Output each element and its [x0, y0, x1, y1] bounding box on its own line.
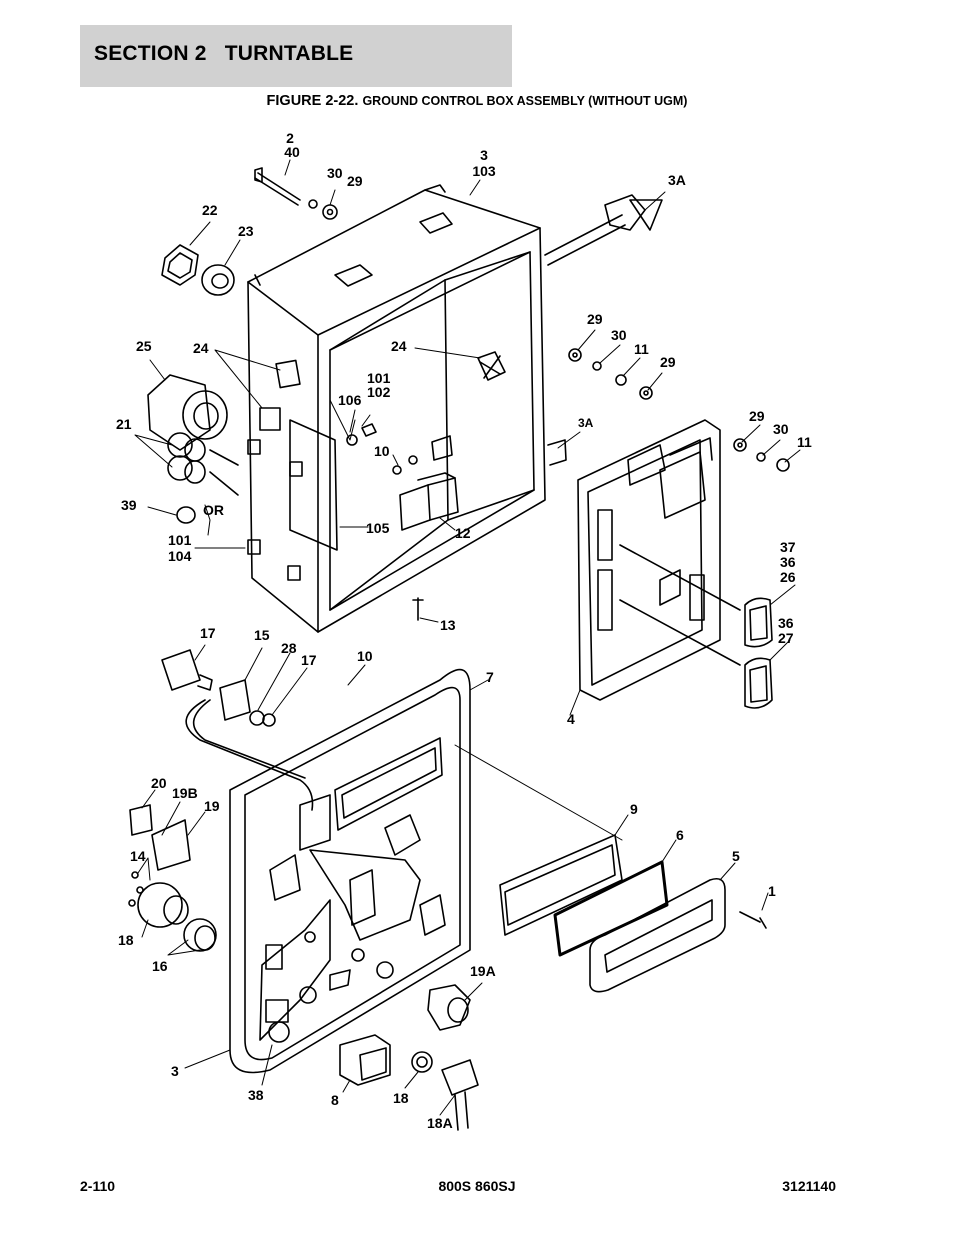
- callout-label: 9: [630, 801, 638, 817]
- callout-label: 103: [472, 163, 496, 179]
- callout-label: 104: [168, 548, 192, 564]
- callout-label: 24: [391, 338, 407, 354]
- callout-label: OR: [203, 502, 224, 518]
- callout-label: 18A: [427, 1115, 453, 1131]
- callout-label: 30: [327, 165, 343, 181]
- callout-label: 101: [168, 532, 192, 548]
- section-header: SECTION 2 TURNTABLE: [80, 25, 512, 87]
- callout-label: 26: [780, 569, 796, 585]
- callout-label: 40: [284, 144, 300, 160]
- callout-label: 36: [780, 554, 796, 570]
- callout-label: 12: [455, 525, 471, 541]
- callout-label: 29: [587, 311, 603, 327]
- callout-label: 15: [254, 627, 270, 643]
- enclosure-box: [247, 184, 663, 633]
- callout-label: 19B: [172, 785, 198, 801]
- callout-label: 7: [486, 669, 494, 685]
- callout-label: 18: [393, 1090, 409, 1106]
- callout-label: 30: [773, 421, 789, 437]
- callout-label: 19: [204, 798, 220, 814]
- callout-label: 36: [778, 615, 794, 631]
- keypad-assembly: [499, 834, 767, 993]
- callout-label: 39: [121, 497, 137, 513]
- callout-label: 17: [200, 625, 216, 641]
- bottom-hardware: [339, 984, 479, 1131]
- callout-labels: 2 40 30 29 3 103 3A 22 23 29 30 11 29 25…: [116, 130, 812, 1131]
- circuit-board: [577, 419, 741, 701]
- callout-label: 30: [611, 327, 627, 343]
- callout-label: 6: [676, 827, 684, 843]
- document-number: 3121140: [782, 1178, 836, 1194]
- callout-label: 2: [286, 130, 294, 146]
- callout-label: 8: [331, 1092, 339, 1108]
- callout-label: 16: [152, 958, 168, 974]
- callout-label: 14: [130, 848, 146, 864]
- model-name: 800S 860SJ: [438, 1178, 516, 1194]
- callout-label: 13: [440, 617, 456, 633]
- callout-label: 21: [116, 416, 132, 432]
- figure-title: FIGURE 2-22. GROUND CONTROL BOX ASSEMBLY…: [0, 93, 954, 109]
- callout-label: 10: [374, 443, 390, 459]
- callout-label: 5: [732, 848, 740, 864]
- left-hardware: [128, 649, 276, 952]
- callout-label: 1: [768, 883, 776, 899]
- callout-label: 37: [780, 539, 796, 555]
- callout-label: 20: [151, 775, 167, 791]
- callout-label: 23: [238, 223, 254, 239]
- callout-label: 3: [171, 1063, 179, 1079]
- callout-label: 3A: [578, 416, 594, 430]
- callout-label: 24: [193, 340, 209, 356]
- leader-lines: [134, 159, 801, 1116]
- callout-label: 11: [797, 434, 812, 450]
- section-title: SECTION 2 TURNTABLE: [94, 42, 354, 65]
- callout-label: 101: [367, 370, 391, 386]
- figure-number: FIGURE 2-22.: [266, 93, 359, 109]
- cable-glands: [147, 374, 239, 524]
- callout-label: 102: [367, 384, 391, 400]
- figure-caption: GROUND CONTROL BOX ASSEMBLY (WITHOUT UGM…: [362, 94, 688, 108]
- callout-label: 106: [338, 392, 362, 408]
- right-hardware: [568, 348, 790, 472]
- callout-label: 28: [281, 640, 297, 656]
- callout-label: 10: [357, 648, 373, 664]
- callout-label: 17: [301, 652, 317, 668]
- callout-label: 105: [366, 520, 390, 536]
- top-hardware: [161, 167, 338, 296]
- callout-label: 11: [634, 341, 649, 357]
- callout-label: 19A: [470, 963, 496, 979]
- page-number: 2-110: [80, 1178, 116, 1194]
- callout-label: 29: [749, 408, 765, 424]
- callout-label: 25: [136, 338, 152, 354]
- callout-label: 3: [480, 147, 488, 163]
- callout-label: 27: [778, 630, 794, 646]
- connectors: [744, 597, 773, 709]
- callout-label: 3A: [668, 172, 686, 188]
- callout-label: 18: [118, 932, 134, 948]
- callout-label: 29: [347, 173, 363, 189]
- callout-label: 4: [567, 711, 575, 727]
- front-panel: [185, 668, 471, 1074]
- callout-label: 22: [202, 202, 218, 218]
- callout-label: 29: [660, 354, 676, 370]
- callout-label: 38: [248, 1087, 264, 1103]
